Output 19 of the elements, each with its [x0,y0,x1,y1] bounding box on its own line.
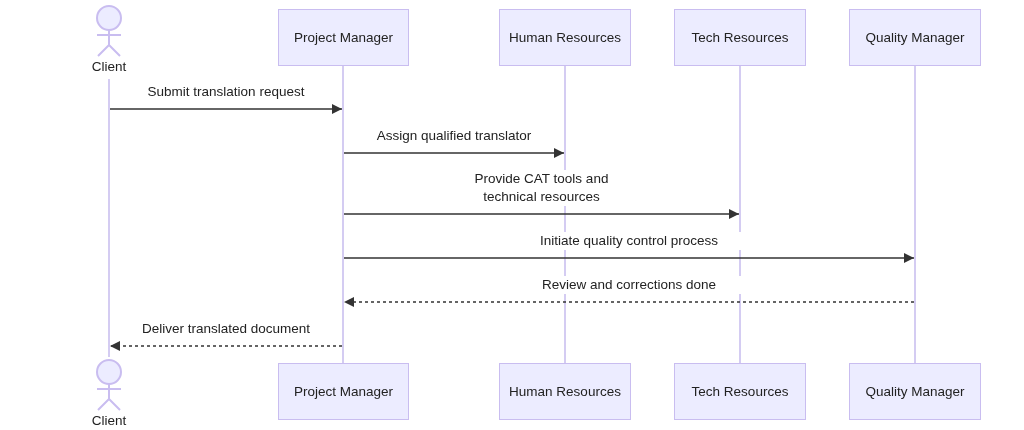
participant-box: Project Manager [278,9,409,66]
participant-box: Project Manager [278,363,409,420]
participant-box: Human Resources [499,363,631,420]
lifeline [342,66,344,363]
lifeline [914,66,916,363]
message-arrow [109,340,343,352]
lifeline [108,79,110,357]
participant-box: Human Resources [499,9,631,66]
participant-box: Quality Manager [849,9,981,66]
message-arrow [109,103,343,115]
participant-box: Tech Resources [674,9,806,66]
message-arrow [343,296,915,308]
message-arrow [343,208,740,220]
participant-box: Quality Manager [849,363,981,420]
actor-name: Client [91,59,127,74]
message-arrow [343,252,915,264]
participant-box: Tech Resources [674,363,806,420]
message-arrow [343,147,565,159]
actor-name: Client [91,413,127,428]
